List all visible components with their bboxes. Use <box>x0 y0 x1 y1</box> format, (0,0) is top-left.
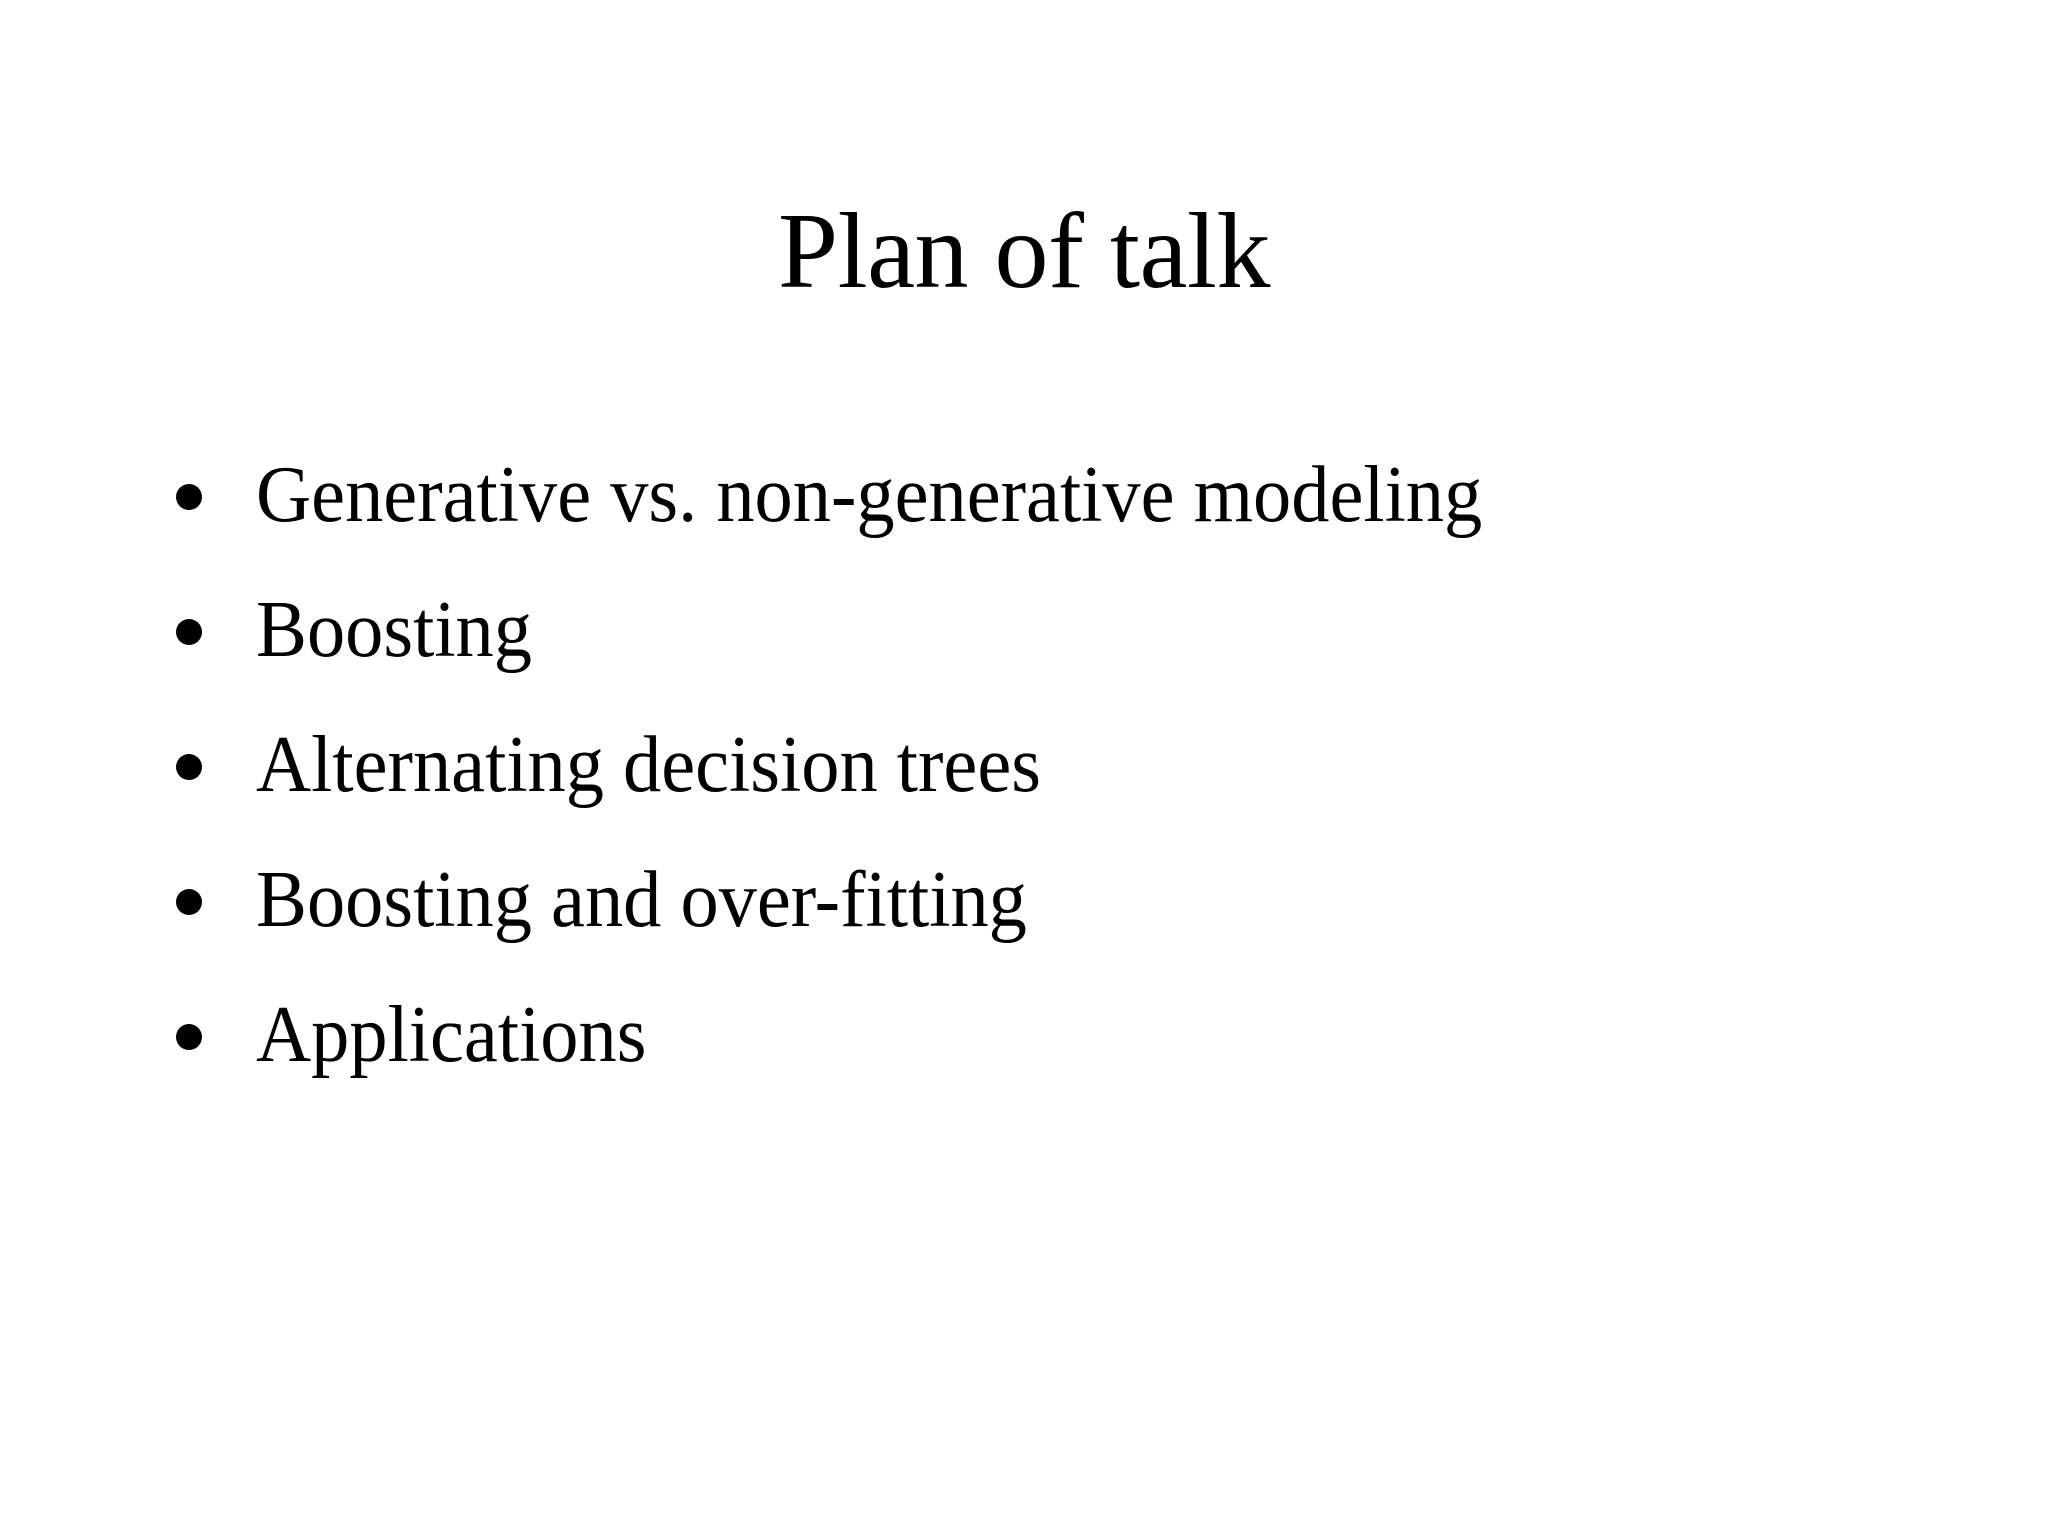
slide-title: Plan of talk <box>778 192 1270 311</box>
list-item-label: Boosting and over-fitting <box>256 856 1027 944</box>
bullet-dot-icon <box>176 619 202 645</box>
list-item-label: Applications <box>256 991 647 1079</box>
list-item-label: Generative vs. non-generative modeling <box>256 451 1483 539</box>
bullet-dot-icon <box>176 1024 202 1050</box>
list-item[interactable]: Boosting and over-fitting <box>168 845 1868 980</box>
bullet-dot-icon <box>176 889 202 915</box>
bullet-dot-icon <box>176 754 202 780</box>
bullet-list: Generative vs. non-generative modeling B… <box>168 440 1868 1115</box>
list-item-label: Alternating decision trees <box>256 721 1041 809</box>
list-item[interactable]: Boosting <box>168 575 1868 710</box>
list-item-label: Boosting <box>256 586 532 674</box>
list-item[interactable]: Generative vs. non-generative modeling <box>168 440 1868 575</box>
list-item[interactable]: Alternating decision trees <box>168 710 1868 845</box>
bullet-dot-icon <box>176 484 202 510</box>
list-item[interactable]: Applications <box>168 980 1868 1115</box>
